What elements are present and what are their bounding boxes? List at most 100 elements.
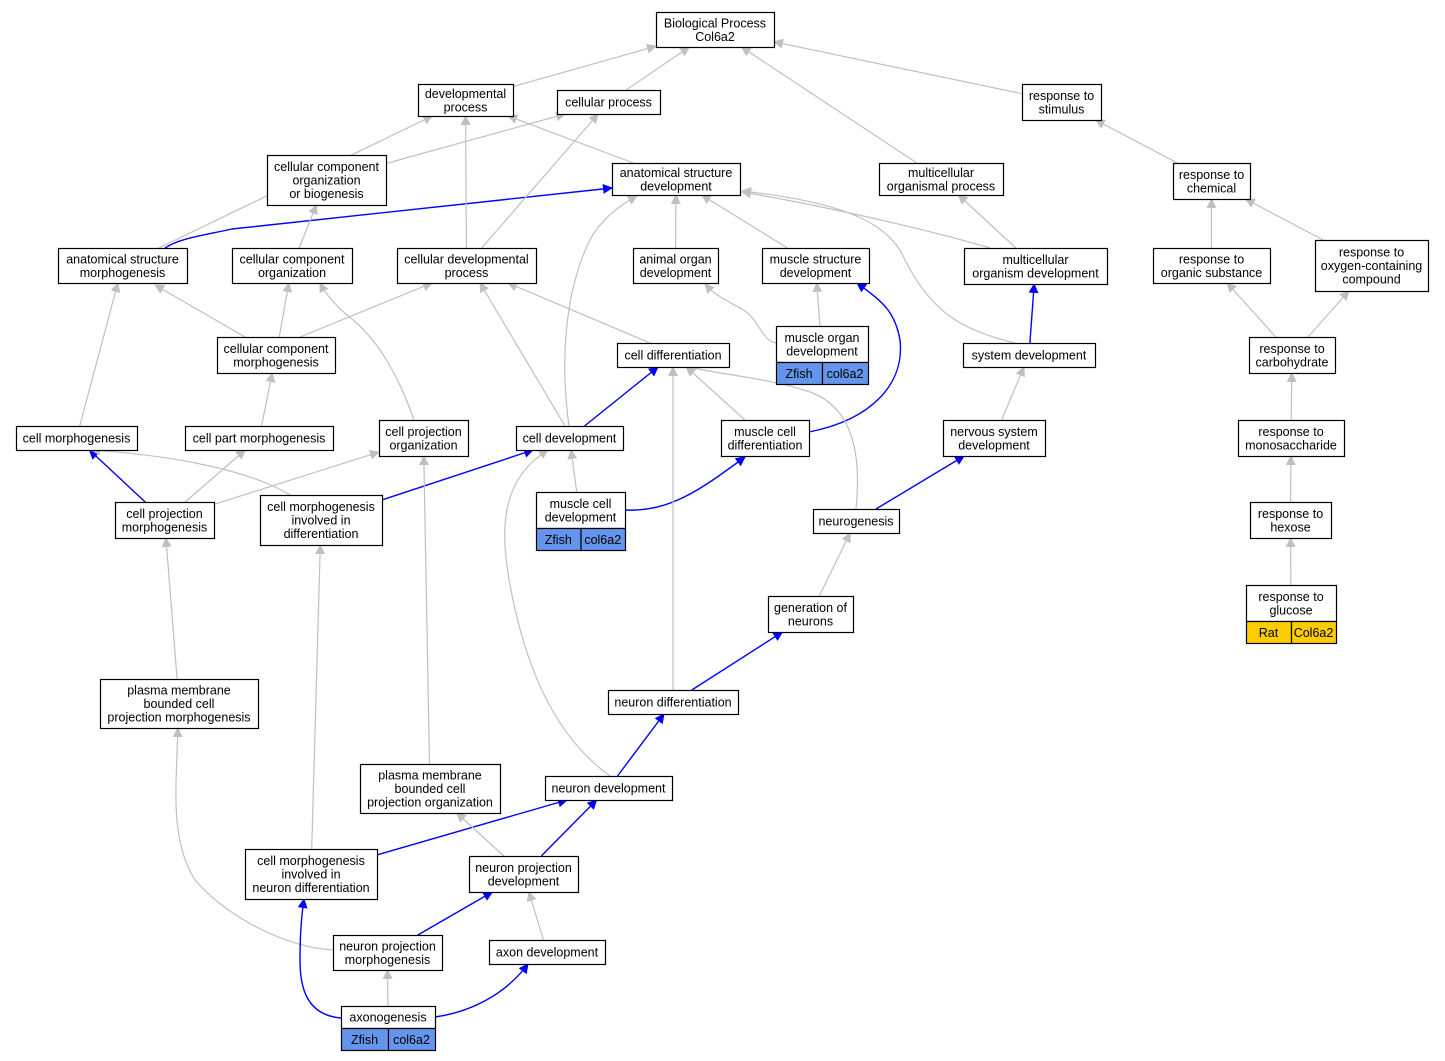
node-box (616, 342, 731, 369)
edge-npm-to-npd (417, 891, 494, 936)
node-box (216, 336, 337, 375)
node-box (1021, 83, 1103, 122)
go-term-node-axdev[interactable]: axon development (488, 939, 607, 966)
edge-muod-to-msd (812, 282, 823, 327)
edge-cmorph-to-asm (79, 282, 121, 427)
node-label-line: response to (1258, 590, 1323, 604)
edge-cpm-to-ccm (260, 372, 276, 427)
node-label-line: cell morphogenesis (267, 500, 375, 514)
node-box (396, 247, 538, 285)
node-box (544, 775, 674, 802)
node-box (962, 342, 1097, 369)
edge-pmbcpo-to-cpo (418, 455, 431, 765)
node-label-line: development (640, 266, 712, 280)
edge-mod-to-asd (741, 188, 991, 249)
node-box (1249, 501, 1333, 540)
node-label-line: muscle structure (770, 252, 862, 266)
node-label-line: cellular component (274, 160, 379, 174)
node-label-line: response to (1339, 246, 1404, 260)
go-term-node-neurogen[interactable]: neurogenesis (812, 508, 901, 535)
node-label-line: neurogenesis (818, 515, 893, 529)
node-label-line: neurons (788, 614, 833, 628)
node-box (1245, 584, 1338, 623)
node-label-line: response to (1179, 252, 1244, 266)
node-box (1237, 419, 1346, 458)
node-label-line: differentiation (284, 527, 359, 541)
go-term-node-ndev[interactable]: neuron development (544, 775, 674, 802)
node-label-line: chemical (1187, 181, 1236, 195)
node-label-line: bounded cell (395, 782, 466, 796)
go-term-node-cdiff[interactable]: cell differentiation (616, 342, 731, 369)
go-term-node-sysdev[interactable]: system development (962, 342, 1097, 369)
edge-cprojm-to-cmorph (88, 449, 146, 503)
node-box (1172, 162, 1252, 201)
edge-celldev-to-cdp (479, 282, 566, 427)
node-label-line: axon development (496, 946, 599, 960)
node-label-line: development (786, 344, 858, 358)
node-box (878, 162, 1005, 197)
edge-ndev-to-ndiff (616, 713, 665, 777)
node-box (259, 494, 384, 547)
edge-cmid-to-celldev (381, 448, 535, 501)
edge-cco-to-ccob (298, 204, 318, 249)
node-label-line: animal organ (639, 252, 711, 266)
go-term-node-cmorph[interactable]: cell morphogenesis (15, 425, 139, 452)
go-term-node-celldev[interactable]: cell development (515, 425, 625, 452)
go-term-node-cell_proc[interactable]: cellular process (556, 89, 662, 116)
node-box (231, 247, 354, 285)
node-box (57, 247, 189, 285)
node-label-line: cell morphogenesis (23, 432, 131, 446)
node-label-line: neuron projection (475, 861, 572, 875)
node-label-line: monosaccharide (1245, 438, 1337, 452)
go-term-node-ndiff[interactable]: neuron differentiation (607, 689, 740, 716)
node-label-line: muscle organ (784, 331, 859, 345)
node-label-line: cell projection (126, 507, 202, 521)
organism-cell (821, 361, 870, 386)
edge-nsd-to-sysdev (1001, 366, 1026, 421)
edge-msd-to-asd (700, 194, 788, 249)
edge-ccm-to-cco (278, 282, 293, 338)
organism-label: Zfish (785, 367, 812, 381)
edge-pmbcpm-to-cprojm (161, 537, 178, 680)
edge-ccm-to-cdp (299, 281, 433, 338)
node-label-line: cellular process (565, 96, 652, 110)
node-box (266, 154, 388, 207)
node-label-line: response to (1029, 89, 1094, 103)
node-box (1248, 336, 1337, 375)
go-term-node-cpm[interactable]: cell part morphogenesis (184, 425, 335, 452)
